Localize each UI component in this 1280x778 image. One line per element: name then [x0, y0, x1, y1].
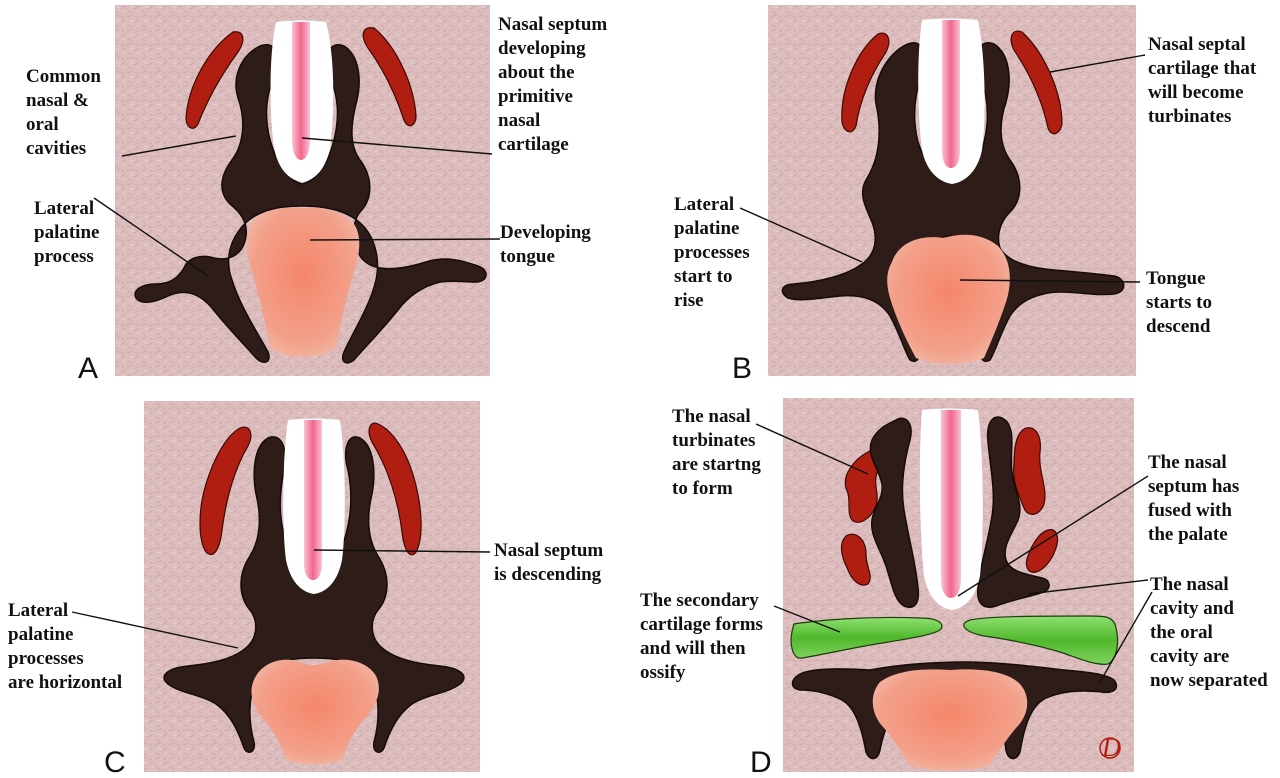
label-a-common-cavities: Common nasal & oral cavities	[26, 66, 106, 159]
panel-b-primitive-nasal-cartilage	[942, 20, 960, 168]
leader-lines	[71, 54, 1153, 683]
panel-d-signature-ring	[1099, 737, 1121, 759]
label-d-turbinates: The nasal turbinates are startng to form	[672, 406, 766, 499]
panel-b-right-cartilage	[1010, 30, 1063, 135]
panel-d-letter: D	[750, 746, 772, 778]
panel-d-oral-floor-tissue	[791, 661, 1118, 760]
label-c-nasal-septum: Nasal septum is descending	[494, 540, 608, 585]
panel-c-letter: C	[104, 746, 126, 778]
panel-d-left-nasal-wall	[869, 417, 920, 608]
leader-a-common-cavities	[121, 135, 237, 157]
label-a-nasal-septum: Nasal septum developing about the primit…	[498, 14, 612, 155]
panel-d-right-nasal-wall	[976, 416, 1050, 608]
leader-b-septal-cartilage	[1049, 54, 1146, 73]
label-b-lateral-processes: Lateral palatine processes start to rise	[674, 194, 754, 311]
panel-c-oronasal-tissue	[163, 436, 465, 753]
panel-d-tongue	[872, 669, 1028, 771]
panel-a-oronasal-tissue	[134, 44, 487, 364]
panel-a-primitive-nasal-cartilage	[292, 22, 310, 160]
label-d-cavities-separated: The nasal cavity and the oral cavity are…	[1150, 574, 1268, 691]
panel-a-right-cartilage	[362, 27, 417, 127]
leader-d-oral-cavity	[1099, 591, 1153, 683]
leader-d-septum-fused	[957, 475, 1149, 597]
panel-a-letter: A	[78, 352, 98, 385]
panel-a	[115, 5, 490, 376]
label-b-tongue: Tongue starts to descend	[1146, 268, 1217, 337]
label-a-developing-tongue: Developing tongue	[500, 222, 596, 267]
panel-d-nasal-septum	[941, 410, 961, 598]
panel-c-left-cartilage	[199, 426, 252, 556]
panel-c-tongue	[251, 659, 379, 765]
panel-c-nasal-septum-cartilage	[304, 420, 322, 580]
panel-b-tongue	[887, 234, 1010, 364]
panel-d-right-turbinate-upper	[1013, 427, 1046, 515]
leader-d-nasal-cavity	[1027, 579, 1149, 595]
panel-a-tongue	[246, 207, 360, 357]
label-d-septum-fused: The nasal septum has fused with the pala…	[1148, 452, 1244, 545]
panel-a-left-cartilage	[185, 31, 244, 129]
leader-d-turbinates	[755, 423, 869, 475]
leader-c-septum	[313, 549, 491, 553]
leader-a-septum	[301, 137, 493, 155]
panel-d-right-turbinate-lower	[1025, 529, 1059, 573]
leader-b-tongue	[959, 279, 1141, 283]
leader-a-lateral-process	[93, 197, 209, 277]
label-c-lateral-processes: Lateral palatine processes are horizonta…	[8, 600, 122, 693]
panel-b-left-cartilage	[841, 32, 890, 133]
leader-a-tongue	[309, 238, 501, 241]
panel-d-left-turbinate-lower	[840, 533, 871, 586]
leader-c-lateral-processes	[71, 611, 239, 649]
leader-b-lateral-processes	[739, 207, 863, 263]
panel-b-letter: B	[732, 352, 752, 385]
panel-d: D	[783, 398, 1134, 772]
panel-b	[768, 5, 1136, 376]
label-b-septal-cartilage: Nasal septal cartilage that will become …	[1148, 34, 1261, 127]
label-d-secondary-cartilage: The secondary cartilage forms and will t…	[640, 590, 768, 683]
leader-d-secondary-cartilage	[773, 605, 841, 633]
panel-c	[144, 401, 480, 772]
panel-d-right-secondary-cartilage	[963, 615, 1119, 665]
label-a-lateral-process: Lateral palatine process	[34, 198, 104, 267]
